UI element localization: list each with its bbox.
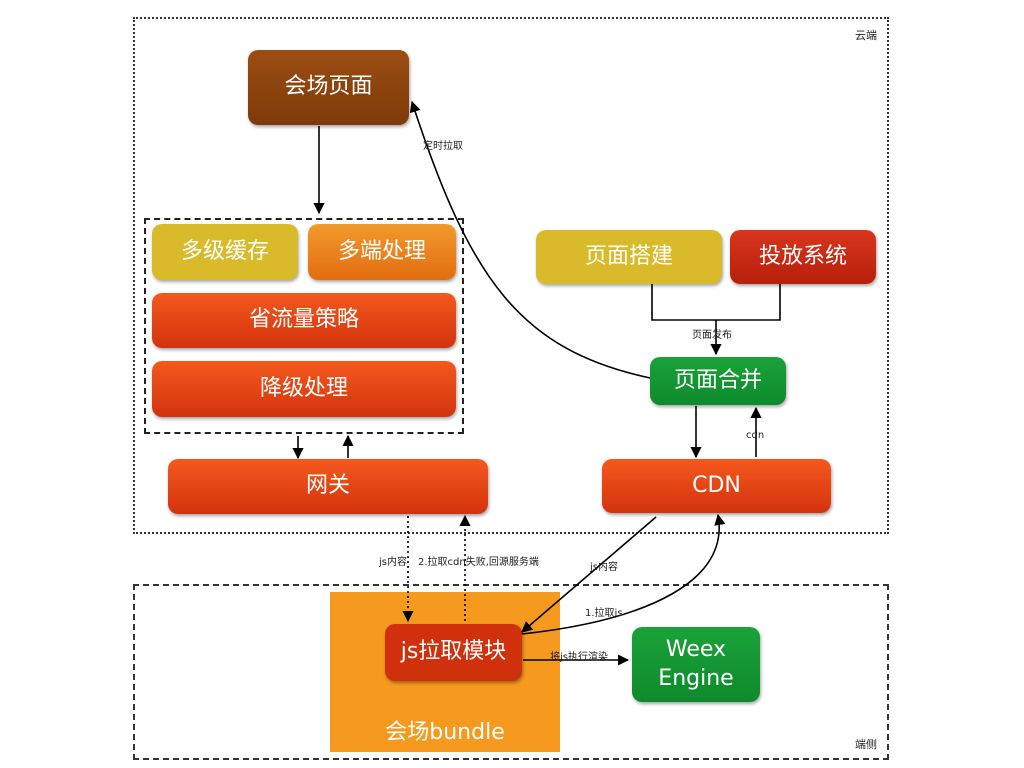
edge-label-js-content-left: js内容: [379, 557, 407, 568]
delivery-system-node: 投放系统: [730, 230, 876, 284]
gateway-processing-group: [144, 218, 464, 434]
multi-cache-node: 多级缓存: [152, 224, 298, 280]
venue-bundle-label: 会场bundle: [385, 720, 505, 745]
edge-label-cdn: cdn: [746, 430, 765, 441]
edge-label-page-publish: 页面发布: [692, 330, 732, 341]
gateway-node: 网关: [168, 459, 488, 514]
multi-end-node: 多端处理: [308, 224, 456, 280]
venue-page-node: 会场页面: [248, 50, 409, 125]
cloud-region: 云端: [133, 17, 889, 534]
client-region: 端侧: [133, 584, 889, 760]
edge-cdn-to-js: [521, 516, 657, 633]
page-build-node: 页面搭建: [536, 230, 722, 284]
edge-js-to-cdn: [521, 513, 726, 635]
cdn-node: CDN: [602, 459, 831, 513]
edge-publish-bracket: [651, 284, 781, 321]
edge-label-timed-pull: 定时拉取: [423, 141, 463, 152]
edge-label-js-content-right: js内容: [590, 562, 618, 573]
degrade-node: 降级处理: [152, 361, 456, 417]
weex-engine-node: Weex Engine: [632, 627, 760, 702]
page-merge-node: 页面合并: [650, 357, 786, 405]
client-region-label: 端侧: [855, 738, 877, 751]
edge-label-render: 将js执行渲染: [550, 652, 608, 663]
traffic-saving-node: 省流量策略: [152, 293, 456, 348]
edge-label-fallback: 2.拉取cdn失败,回源服务端: [418, 557, 539, 568]
cloud-region-label: 云端: [855, 29, 877, 42]
edge-label-pull-js: 1.拉取js: [585, 608, 623, 619]
edge-merge-to-venue: [409, 100, 651, 379]
js-fetch-module-node: js拉取模块: [385, 624, 522, 681]
